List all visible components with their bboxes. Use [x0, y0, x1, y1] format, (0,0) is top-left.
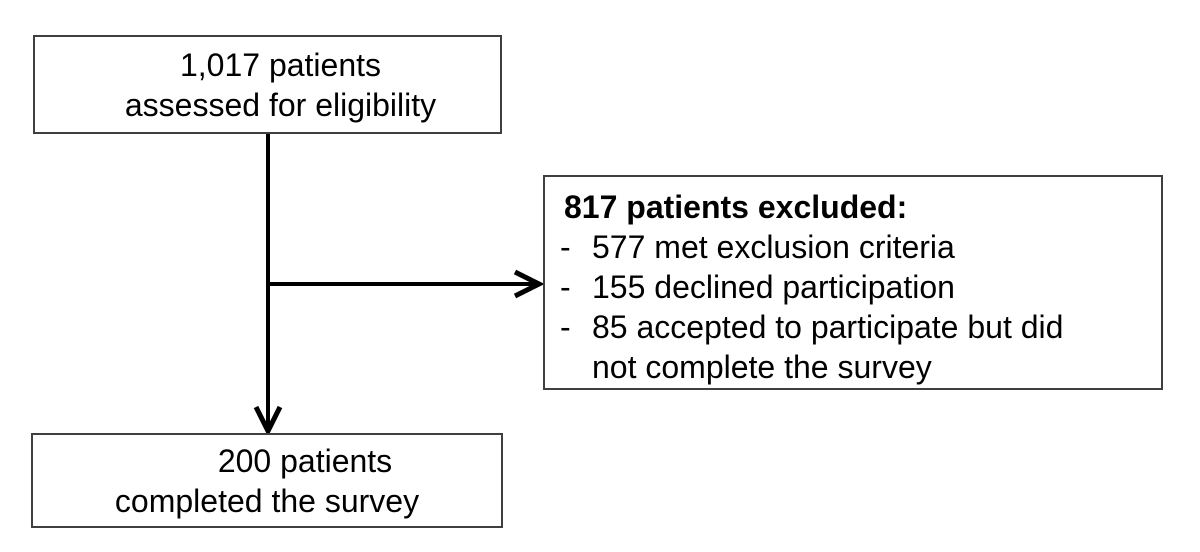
dash-bullet: -: [560, 229, 571, 265]
excluded-item-text: 85 accepted to participate but did not c…: [592, 309, 1064, 385]
completed-line-2: completed the survey: [114, 482, 420, 519]
excluded-node: 817 patients excluded: - 577 met exclusi…: [543, 175, 1163, 390]
excluded-title: 817 patients excluded:: [564, 189, 908, 225]
assessed-line-2: assessed for eligibility: [124, 86, 437, 123]
completed-node: 200 patients completed the survey: [31, 433, 503, 528]
assessed-line-1: 1,017 patients: [179, 46, 382, 83]
excluded-item: - 577 met exclusion criteria: [545, 227, 1161, 267]
arrowhead-down-icon: [253, 405, 283, 437]
excluded-item: - 85 accepted to participate but did not…: [545, 307, 1161, 387]
arrowhead-right-icon: [513, 269, 545, 299]
dash-bullet: -: [560, 309, 571, 345]
completed-line-1: 200 patients: [217, 442, 393, 479]
excluded-item: - 155 declined participation: [545, 267, 1161, 307]
excluded-item-text: 577 met exclusion criteria: [592, 229, 955, 265]
assessed-node: 1,017 patients assessed for eligibility: [33, 35, 502, 134]
dash-bullet: -: [560, 269, 571, 305]
excluded-item-text: 155 declined participation: [592, 269, 955, 305]
